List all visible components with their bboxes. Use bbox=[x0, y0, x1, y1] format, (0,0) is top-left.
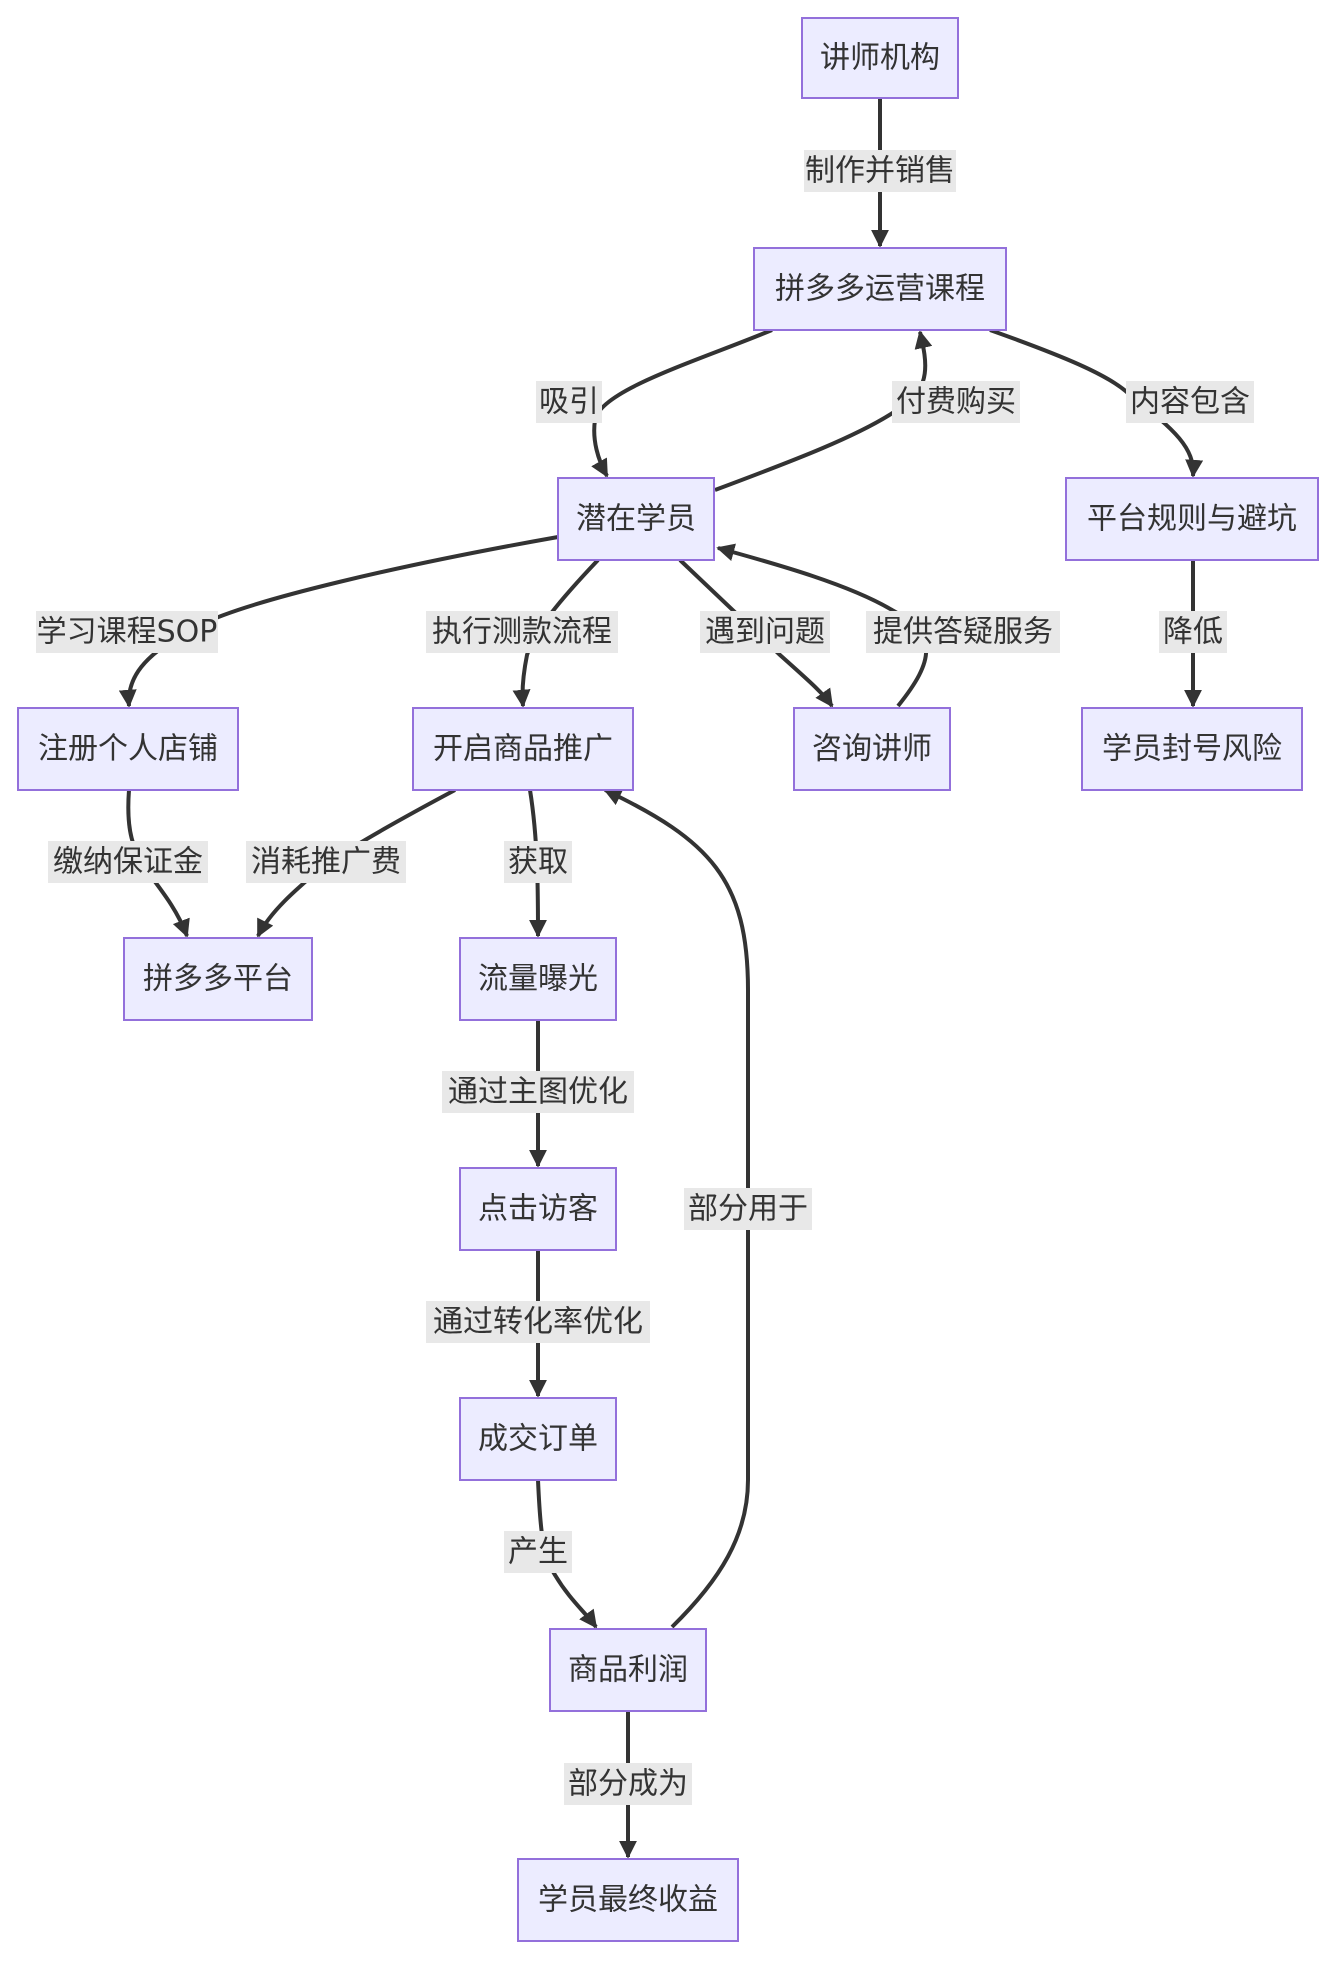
node-student: 潜在学员 bbox=[557, 477, 715, 561]
svg-text:咨询讲师: 咨询讲师 bbox=[812, 732, 932, 767]
node-order: 成交订单 bbox=[459, 1397, 617, 1481]
edge-label-consume-fee: 消耗推广费 bbox=[246, 841, 406, 883]
edge-label-learn-sop: 学习课程SOP bbox=[36, 611, 218, 653]
node-rules: 平台规则与避坑 bbox=[1065, 477, 1319, 561]
svg-text:平台规则与避坑: 平台规则与避坑 bbox=[1087, 502, 1297, 537]
node-consult: 咨询讲师 bbox=[793, 707, 951, 791]
svg-text:流量曝光: 流量曝光 bbox=[478, 962, 598, 997]
edge-label-main-image: 通过主图优化 bbox=[442, 1071, 634, 1113]
svg-text:开启商品推广: 开启商品推广 bbox=[433, 732, 613, 767]
node-lecturer: 讲师机构 bbox=[801, 17, 959, 99]
edge-label-part-become: 部分成为 bbox=[564, 1763, 692, 1805]
svg-text:学员封号风险: 学员封号风险 bbox=[1102, 732, 1282, 767]
svg-text:缴纳保证金: 缴纳保证金 bbox=[53, 845, 203, 880]
edge-profit-to-promo bbox=[603, 788, 750, 1629]
edge-label-make-sell: 制作并销售 bbox=[804, 150, 956, 192]
svg-text:部分成为: 部分成为 bbox=[568, 1767, 688, 1802]
edge-label-run-test: 执行测款流程 bbox=[426, 611, 618, 653]
edge-course-to-student bbox=[591, 328, 773, 478]
edge-label-pay-buy: 付费购买 bbox=[892, 381, 1020, 423]
svg-text:降低: 降低 bbox=[1163, 615, 1223, 650]
svg-text:学习课程SOP: 学习课程SOP bbox=[37, 615, 218, 650]
edge-label-conversion: 通过转化率优化 bbox=[426, 1301, 650, 1343]
node-visitor: 点击访客 bbox=[459, 1167, 617, 1251]
svg-text:拼多多运营课程: 拼多多运营课程 bbox=[775, 272, 985, 307]
svg-text:提供答疑服务: 提供答疑服务 bbox=[873, 615, 1053, 650]
svg-text:点击访客: 点击访客 bbox=[478, 1192, 598, 1227]
edge-label-meet-problem: 遇到问题 bbox=[700, 611, 830, 653]
svg-text:制作并销售: 制作并销售 bbox=[805, 154, 955, 189]
edge-student-to-course bbox=[714, 330, 933, 492]
node-income: 学员最终收益 bbox=[517, 1858, 739, 1942]
edge-label-obtain: 获取 bbox=[504, 841, 572, 883]
svg-text:遇到问题: 遇到问题 bbox=[705, 615, 825, 650]
svg-text:通过主图优化: 通过主图优化 bbox=[448, 1075, 628, 1110]
node-profit: 商品利润 bbox=[549, 1628, 707, 1712]
svg-text:产生: 产生 bbox=[508, 1535, 568, 1570]
edge-label-contains: 内容包含 bbox=[1126, 381, 1254, 423]
svg-text:消耗推广费: 消耗推广费 bbox=[251, 845, 401, 880]
svg-text:成交订单: 成交订单 bbox=[478, 1422, 598, 1457]
edge-student-to-shop bbox=[118, 535, 559, 708]
svg-text:吸引: 吸引 bbox=[539, 385, 599, 420]
svg-text:部分用于: 部分用于 bbox=[688, 1192, 808, 1227]
node-course: 拼多多运营课程 bbox=[753, 247, 1007, 331]
svg-text:付费购买: 付费购买 bbox=[896, 385, 1016, 420]
node-shop: 注册个人店铺 bbox=[17, 707, 239, 791]
edge-label-reduce: 降低 bbox=[1159, 611, 1227, 653]
svg-text:商品利润: 商品利润 bbox=[568, 1653, 688, 1688]
svg-text:讲师机构: 讲师机构 bbox=[820, 41, 940, 76]
edge-order-to-profit bbox=[536, 1479, 598, 1629]
node-promo: 开启商品推广 bbox=[412, 707, 634, 791]
edge-label-deposit: 缴纳保证金 bbox=[48, 841, 208, 883]
edge-consult-to-student bbox=[716, 543, 929, 708]
svg-text:获取: 获取 bbox=[508, 845, 568, 880]
edge-label-attract: 吸引 bbox=[536, 381, 602, 423]
edge-labels: 制作并销售 吸引 付费购买 内容包含 学习课程SOP 执行测款流程 遇到问题 bbox=[36, 150, 1254, 1805]
node-traffic: 流量曝光 bbox=[459, 937, 617, 1021]
node-platform: 拼多多平台 bbox=[123, 937, 313, 1021]
svg-text:内容包含: 内容包含 bbox=[1130, 385, 1250, 420]
edge-label-produce: 产生 bbox=[504, 1531, 572, 1573]
svg-text:拼多多平台: 拼多多平台 bbox=[143, 962, 293, 997]
nodes: 讲师机构 拼多多运营课程 潜在学员 平台规则与避坑 注册个人店铺 开启商品推广 … bbox=[17, 17, 1319, 1942]
svg-text:执行测款流程: 执行测款流程 bbox=[432, 615, 612, 650]
svg-text:潜在学员: 潜在学员 bbox=[576, 502, 696, 537]
edge-label-answer-service: 提供答疑服务 bbox=[866, 611, 1060, 653]
edge-label-part-used: 部分用于 bbox=[684, 1188, 812, 1230]
svg-text:注册个人店铺: 注册个人店铺 bbox=[38, 732, 218, 767]
svg-text:通过转化率优化: 通过转化率优化 bbox=[433, 1305, 643, 1340]
svg-text:学员最终收益: 学员最终收益 bbox=[538, 1883, 718, 1918]
node-ban-risk: 学员封号风险 bbox=[1081, 707, 1303, 791]
